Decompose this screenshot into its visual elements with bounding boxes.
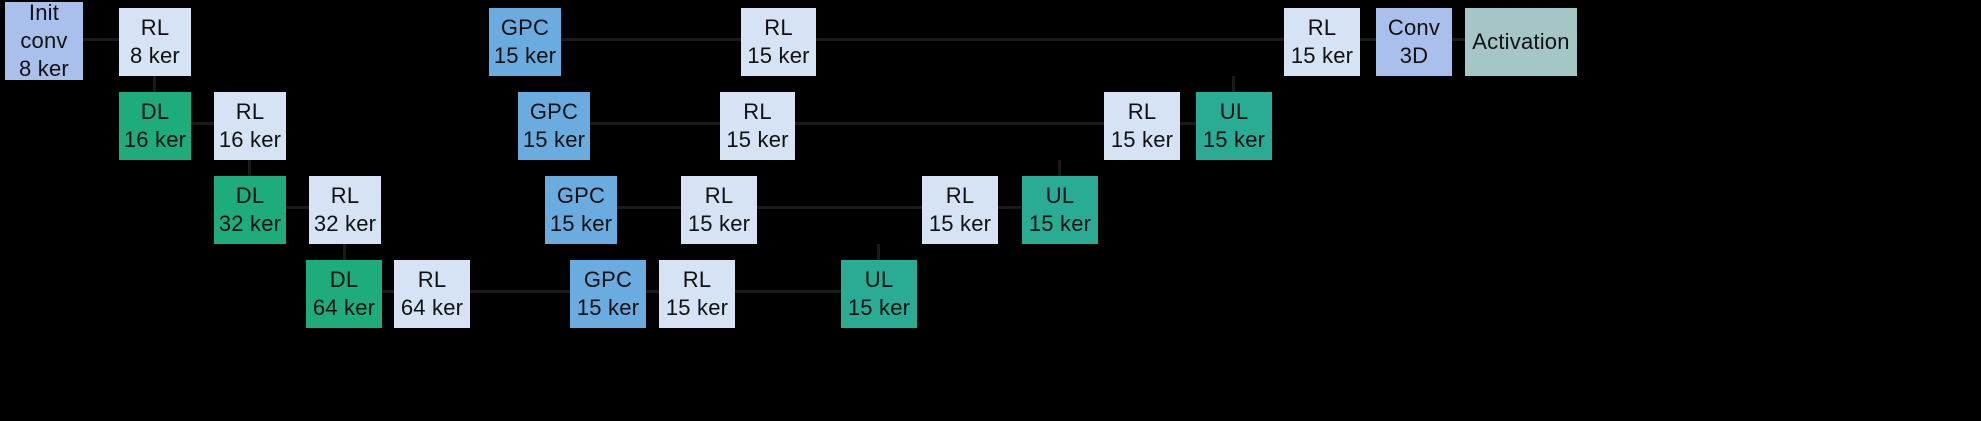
- node-label-line: conv: [20, 27, 68, 53]
- node-label-line: 15 ker: [549, 211, 613, 236]
- conn-relu8-down: [153, 76, 156, 92]
- node-label-line: 15 ker: [928, 211, 992, 236]
- node-label-line: 15 ker: [522, 127, 586, 152]
- node-relu-final[interactable]: RL 15 ker: [1284, 8, 1360, 76]
- node-label-line: 15 ker: [665, 295, 729, 320]
- node-relu-8[interactable]: RL 8 ker: [119, 8, 191, 76]
- conn-gpc1-rl1: [590, 122, 720, 125]
- conn-dl64-rl64: [382, 290, 394, 293]
- conn-rl3-ul3: [735, 290, 841, 293]
- node-label-line: RL: [417, 266, 447, 292]
- node-upsample-r2[interactable]: UL 15 ker: [1022, 176, 1098, 244]
- node-label-line: UL: [864, 266, 894, 292]
- node-label-line: 15 ker: [687, 211, 751, 236]
- node-label-line: RL: [235, 98, 265, 124]
- node-label-line: RL: [330, 182, 360, 208]
- conn-gpc3-rl3: [646, 290, 659, 293]
- node-label-line: 15 ker: [1202, 127, 1266, 152]
- node-label-line: RL: [945, 182, 975, 208]
- node-downsample-32[interactable]: DL 32 ker: [214, 176, 286, 244]
- node-downsample-64[interactable]: DL 64 ker: [306, 260, 382, 328]
- conn-rlfinal-conv3d: [1360, 38, 1376, 41]
- node-relu-32[interactable]: RL 32 ker: [309, 176, 381, 244]
- node-label-line: 64 ker: [312, 295, 376, 320]
- node-gpc-r2[interactable]: GPC 15 ker: [545, 176, 617, 244]
- node-label-line: 15 ker: [576, 295, 640, 320]
- node-upsample-r3[interactable]: UL 15 ker: [841, 260, 917, 328]
- node-label-line: UL: [1045, 182, 1075, 208]
- conn-dl16-rl16: [191, 122, 214, 125]
- conn-ul3-up: [877, 244, 880, 260]
- node-label-line: 16 ker: [123, 127, 187, 152]
- node-label-line: RL: [743, 98, 772, 124]
- node-gpc-r1[interactable]: GPC 15 ker: [518, 92, 590, 160]
- node-relu-r1-up[interactable]: RL 15 ker: [1104, 92, 1180, 160]
- conn-gpc2-rl2: [617, 206, 681, 209]
- node-label-line: 8 ker: [19, 56, 69, 82]
- node-gpc-r3[interactable]: GPC 15 ker: [570, 260, 646, 328]
- node-relu-16[interactable]: RL 16 ker: [214, 92, 286, 160]
- node-label-line: 8 ker: [130, 43, 180, 68]
- node-label-line: 15 ker: [1110, 127, 1174, 152]
- node-relu-64[interactable]: RL 64 ker: [394, 260, 470, 328]
- node-conv3d[interactable]: Conv 3D: [1376, 8, 1452, 76]
- node-label-line: 15 ker: [1028, 211, 1092, 236]
- conn-rl16-down: [248, 160, 251, 176]
- node-label-line: GPC: [500, 14, 550, 40]
- node-label-line: RL: [682, 266, 712, 292]
- conn-rl0-rlfinal: [816, 38, 1284, 41]
- node-label-line: RL: [140, 14, 170, 40]
- node-label-line: 15 ker: [1290, 43, 1354, 68]
- node-upsample-r1[interactable]: UL 15 ker: [1196, 92, 1272, 160]
- node-relu-top-decoder[interactable]: RL 15 ker: [741, 8, 816, 76]
- conn-rl1-rl1up: [795, 122, 1104, 125]
- node-label-line: 15 ker: [493, 43, 557, 68]
- node-relu-r2-decoder[interactable]: RL 15 ker: [681, 176, 757, 244]
- node-label-line: RL: [704, 182, 734, 208]
- conn-ul2-up: [1058, 160, 1061, 176]
- conn-ul1-up: [1232, 76, 1235, 92]
- node-label-line: GPC: [556, 182, 606, 208]
- node-label-line: GPC: [529, 98, 579, 124]
- node-relu-r1-decoder[interactable]: RL 15 ker: [720, 92, 795, 160]
- node-label-line: RL: [1127, 98, 1157, 124]
- conn-conv3d-activation: [1452, 38, 1465, 41]
- node-downsample-16[interactable]: DL 16 ker: [119, 92, 191, 160]
- node-label-line: 3D: [1399, 43, 1429, 68]
- conn-rl64-gpc3: [470, 290, 570, 293]
- node-label-line: 16 ker: [218, 127, 282, 152]
- conn-gpc0-rl0: [561, 38, 741, 41]
- node-gpc-top[interactable]: GPC 15 ker: [489, 8, 561, 76]
- node-label-line: 64 ker: [400, 295, 464, 320]
- node-label-line: Init: [28, 0, 60, 25]
- conn-rl32-down: [343, 244, 346, 260]
- conn-rl2-ulrl2: [757, 206, 922, 209]
- conn-rl2up-ul2: [998, 206, 1022, 209]
- node-label-line: Conv: [1387, 14, 1441, 40]
- node-relu-r3-decoder[interactable]: RL 15 ker: [659, 260, 735, 328]
- node-label-line: 15 ker: [847, 295, 911, 320]
- node-activation[interactable]: Activation: [1465, 8, 1577, 76]
- node-label-line: GPC: [583, 266, 633, 292]
- node-label-line: 15 ker: [747, 43, 810, 68]
- node-label-line: UL: [1219, 98, 1249, 124]
- node-label-line: Activation: [1472, 28, 1570, 54]
- conn-initconv-relu8: [83, 38, 119, 41]
- node-label-line: 15 ker: [726, 127, 789, 152]
- node-label-line: RL: [764, 14, 793, 40]
- node-label-line: DL: [329, 266, 359, 292]
- node-label-line: 32 ker: [313, 211, 377, 236]
- conn-dl32-rl32: [286, 206, 309, 209]
- conn-rl1up-ul1: [1180, 122, 1196, 125]
- node-label-line: DL: [235, 182, 265, 208]
- node-label-line: 32 ker: [218, 211, 282, 236]
- node-relu-r2-up[interactable]: RL 15 ker: [922, 176, 998, 244]
- node-label-line: DL: [140, 98, 170, 124]
- node-label-line: RL: [1307, 14, 1337, 40]
